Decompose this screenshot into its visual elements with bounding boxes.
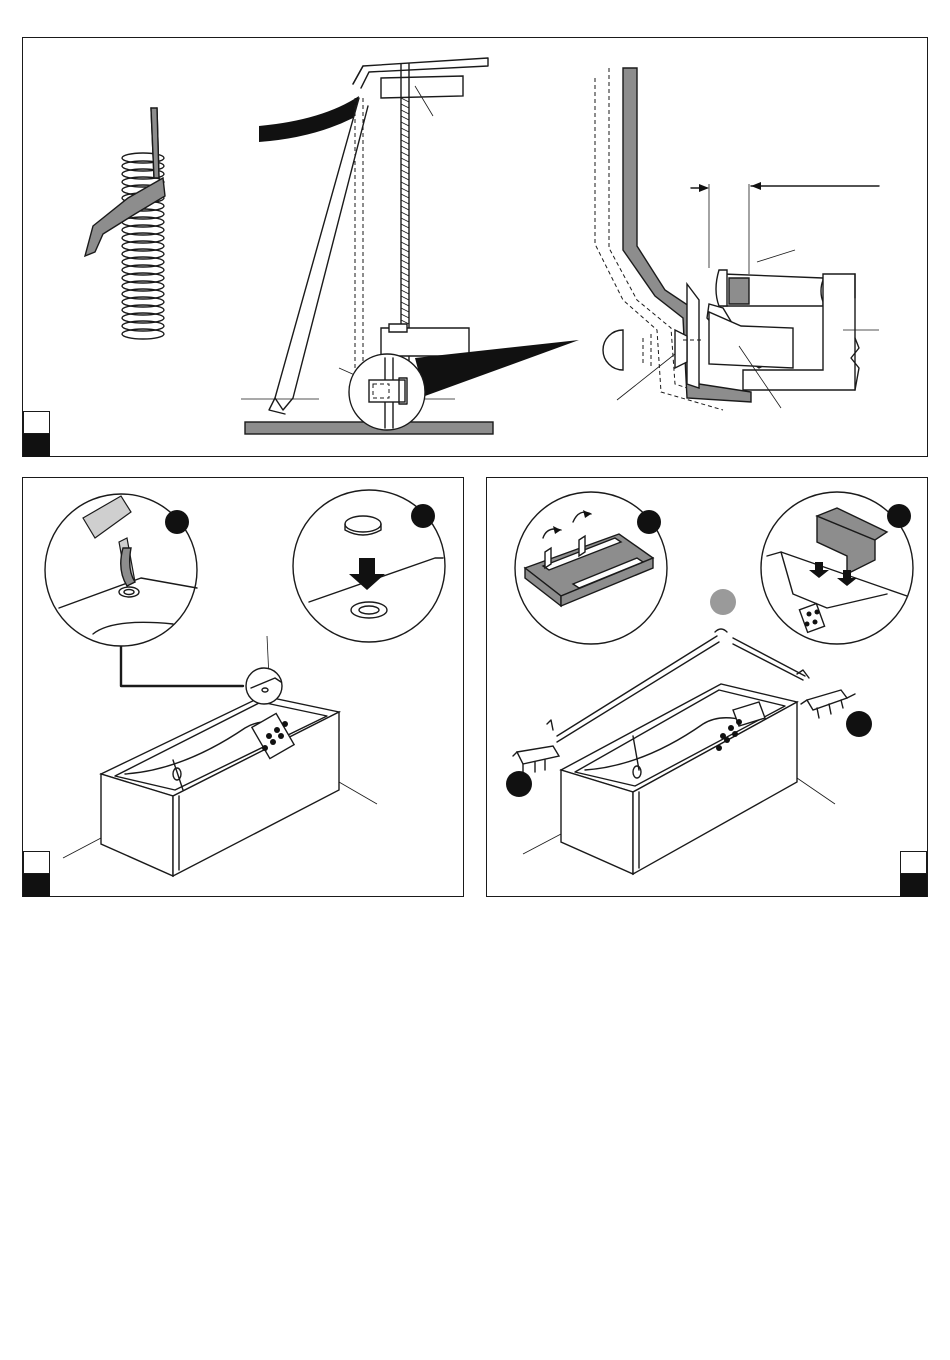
figure-top [23,38,929,458]
step-number-box [900,851,927,874]
step-badge-grey [710,589,736,615]
panel-bottom-left [22,477,464,897]
step-badge-1 [165,510,189,534]
step-number-box [23,851,50,874]
bathtub-icon [63,668,377,876]
step-badge-2 [887,504,911,528]
panel-bottom-right [486,477,928,897]
step-marker-black [23,874,50,897]
bracket-profile [595,68,879,410]
threaded-rod [401,98,409,324]
step-marker-black [900,874,927,897]
step-badge-1 [637,510,661,534]
step-marker-black [23,434,50,457]
step-badge-4 [846,711,872,737]
figure-bottom-right [487,478,929,898]
step-number-box [23,411,50,434]
magnifier-callout-icon [349,340,579,430]
panel-top [22,37,928,457]
figure-bottom-left [23,478,465,898]
bathtub-icon [523,684,835,874]
step-badge-3 [506,771,532,797]
step-badge-2 [411,504,435,528]
